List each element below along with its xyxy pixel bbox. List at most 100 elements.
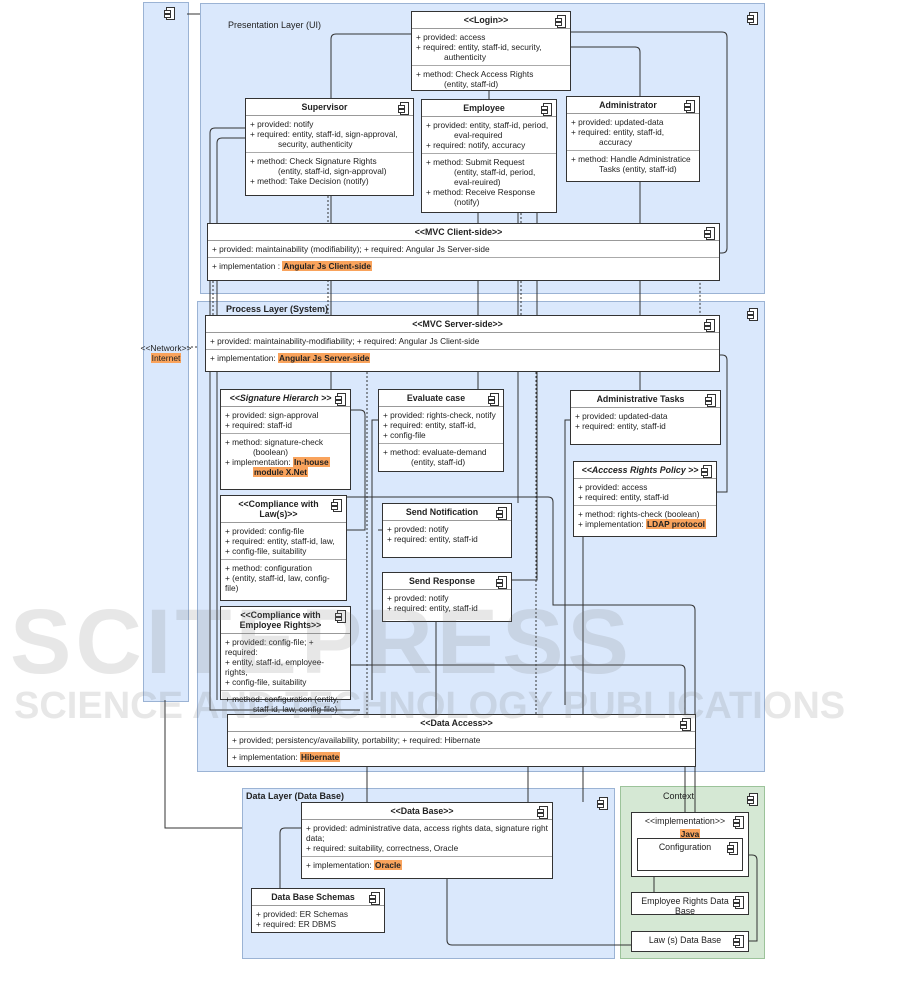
line-text: eval-required [454, 130, 503, 140]
component-line: + config-file, suitability [225, 546, 342, 556]
component-line: module X.Net [225, 467, 346, 477]
network-stereotype: <<Network>> [140, 343, 192, 353]
component-line: (entity, staff-id) [416, 79, 566, 89]
administrator-component[interactable]: Administrator+ provided: updated-data+ r… [566, 96, 700, 182]
component-line: + provided: ER Schemas [256, 909, 380, 919]
line-text: + method: Submit Request [426, 157, 525, 167]
evaluate-component[interactable]: Evaluate case+ provided: rights-check, n… [378, 389, 504, 472]
component-icon [733, 935, 744, 948]
line-text: (entity, staff-id, period, [454, 167, 536, 177]
send-response-component[interactable]: Send Response+ provded: notify+ required… [382, 572, 512, 622]
line-text: (entity, staff-id) [411, 457, 466, 467]
component-title: <<Acccess Rights Policy >> [574, 462, 716, 479]
component-line: + method: signature-check [225, 437, 346, 447]
line-text: + implementation: [232, 752, 301, 762]
line-text: + required: entity, staff-id [387, 603, 478, 613]
component-title: Employee [422, 100, 556, 117]
connector [571, 46, 641, 96]
mvc-client-component[interactable]: <<MVC Client-side>>+ provided: maintaina… [207, 223, 720, 281]
component-line: + provided; persistency/availability, po… [232, 735, 691, 745]
component-line: eval-reuired) [426, 177, 552, 187]
component-section: + provided: notify+ required: entity, st… [246, 116, 413, 153]
component-line: + provided: access [416, 32, 566, 42]
component-line: + provided: maintainability (modifiabili… [212, 244, 715, 254]
component-line: + provided: sign-approval [225, 410, 346, 420]
component-line: (entity, staff-id) [383, 457, 499, 467]
component-line: + config-file [383, 430, 499, 440]
component-section: + provided; persistency/availability, po… [228, 732, 695, 749]
compliance-employee-component[interactable]: <<Compliance with Employee Rights>>+ pro… [220, 606, 351, 714]
component-section: + implementation: Hibernate [228, 749, 695, 765]
component-line: + config-file, suitability [225, 677, 346, 687]
component-icon [747, 308, 758, 321]
access-rights-component[interactable]: <<Acccess Rights Policy >>+ provided: ac… [573, 461, 717, 537]
component-line: + required: entity, staff-id [387, 534, 507, 544]
signature-component[interactable]: <<Signature Hierarch >> + provided: sign-… [220, 389, 351, 490]
component-section: + provded: notify+ required: entity, sta… [383, 590, 511, 616]
configuration-component[interactable]: Configuration [637, 838, 743, 871]
mvc-server-component[interactable]: <<MVC Server-side>> + provided: maintaina… [205, 315, 720, 372]
line-text: accuracy [599, 137, 633, 147]
component-title: <<Data Base>> [302, 803, 552, 820]
send-notification-component[interactable]: Send Notification+ provded: notify+ requ… [382, 503, 512, 558]
law-db-component[interactable]: Law (s) Data Base [631, 931, 749, 952]
component-line: + provided: updated-data [575, 411, 716, 421]
employee-component[interactable]: Employee+ provided: entity, staff-id, pe… [421, 99, 557, 213]
line-text: staff-id, law, config-file) [253, 704, 338, 714]
component-line: + method: Handle Administratice [571, 154, 695, 164]
highlighted-technology: Angular Js Client-side [282, 261, 372, 271]
component-line: accuracy [571, 137, 695, 147]
component-line: + provided: maintainability-modifiabilit… [210, 336, 715, 346]
component-line: + method: Check Signature Rights [250, 156, 409, 166]
admin-tasks-component[interactable]: Administrative Tasks+ provided: updated-… [570, 390, 721, 445]
component-icon [335, 393, 346, 406]
line-text: + required: entity, staff-id [578, 492, 669, 502]
line-text: + required: entity, staff-id, [383, 420, 477, 430]
connector [717, 354, 728, 493]
line-text: + implementation : [212, 261, 283, 271]
data-access-component[interactable]: <<Data Access>>+ provided; persistency/a… [227, 714, 696, 767]
employee-rights-db-component[interactable]: Employee Rights Data Base [631, 892, 749, 916]
component-line: + method: configuration [225, 563, 342, 573]
component-title: Send Response [383, 573, 511, 590]
context-layer-label: Context [663, 791, 695, 801]
line-text: authenticity [444, 52, 486, 62]
database-component[interactable]: <<Data Base>>+ provided: administrative … [301, 802, 553, 879]
component-line: + required: notify, accuracy [426, 140, 552, 150]
component-section: + method: Check Signature Rights(entity,… [246, 153, 413, 189]
line-text: + required: entity, staff-id, [571, 127, 665, 137]
component-title: Law (s) Data Base [648, 935, 722, 945]
line-text: + provided: maintainability-modifiabilit… [210, 336, 480, 346]
compliance-law-component[interactable]: <<Compliance with Law(s)>>+ provided: co… [220, 495, 347, 601]
component-icon [488, 393, 499, 406]
component-section: + method: configuration+ (entity, staff-… [221, 560, 346, 596]
component-title: <<Signature Hierarch >> [221, 390, 350, 407]
component-title: <<MVC Server-side>> [206, 316, 719, 333]
line-text: Tasks (entity, staff-id) [599, 164, 677, 174]
connector [371, 419, 378, 700]
component-icon [684, 100, 695, 113]
line-text: + config-file, suitability [225, 546, 307, 556]
component-line: + (entity, staff-id, law, config-file) [225, 573, 342, 593]
component-title: Employee Rights Data Base [641, 896, 729, 916]
component-section: + method: rights-check (boolean)+ implem… [574, 506, 716, 532]
line-text: + required: entity, staff-id [575, 421, 666, 431]
line-text: + provided: updated-data [575, 411, 668, 421]
network-node: <<Network>> Internet [140, 2, 192, 702]
component-section: + provided: administrative data, access … [302, 820, 552, 857]
login-component[interactable]: <<Login>>+ provided: access+ required: e… [411, 11, 571, 91]
component-icon [555, 15, 566, 28]
component-section: + implementation : Angular Js Client-sid… [208, 258, 719, 274]
supervisor-component[interactable]: Supervisor+ provided: notify+ required: … [245, 98, 414, 196]
line-text: + config-file [383, 430, 426, 440]
component-section: + provided: config-file+ required: entit… [221, 523, 346, 560]
implementation-language: Java [679, 829, 701, 839]
network-name: Internet [150, 353, 182, 363]
component-title: Evaluate case [379, 390, 503, 407]
db-schemas-component[interactable]: Data Base Schemas+ provided: ER Schemas+… [251, 888, 385, 933]
component-title: Configuration [658, 842, 712, 852]
line-text: + provided: access [416, 32, 486, 42]
component-line: + provded: notify [387, 524, 507, 534]
component-line: eval-required [426, 130, 552, 140]
